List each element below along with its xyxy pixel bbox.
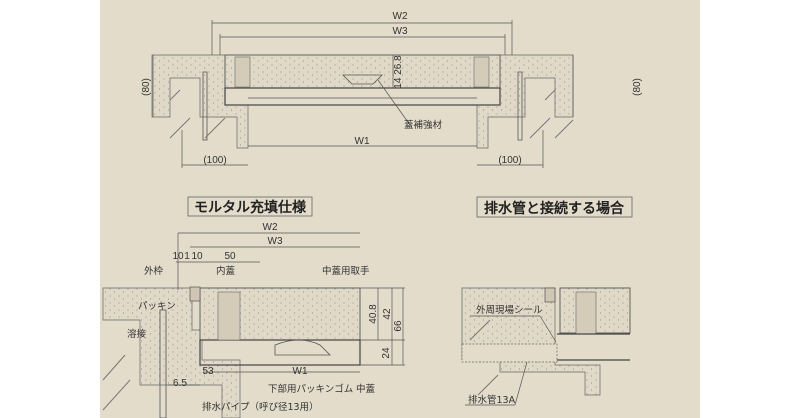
- dim-10b: 10: [191, 251, 203, 262]
- drain-title-box: [476, 196, 633, 218]
- dim-42: 42: [382, 308, 393, 320]
- mortar-slab: [102, 287, 241, 418]
- dim-40-8: 40.8: [368, 304, 379, 324]
- dim-50: 50: [224, 251, 236, 262]
- label-weld: 溶接: [127, 328, 147, 340]
- mortar-fill-section: モルタル充填仕様 W2 W3 10 1 10 50 外枠 内蓋 中蓋用取手 パッ…: [102, 196, 405, 418]
- technical-drawing: W2 W3 W1 (100) (100) (80) (80) 14 26.8 蓋…: [102, 11, 643, 418]
- mortar-fill: [224, 54, 501, 89]
- drain-connection-section: 排水管と接続する場合 外周現場シール 排水管13A: [461, 196, 633, 406]
- lid-frame: [224, 87, 501, 106]
- label-lower-packing-rubber: 下部用パッキンゴム: [268, 383, 353, 395]
- drain-title: 排水管と接続する場合: [484, 200, 625, 217]
- label-perimeter-seal: 外周現場シール: [476, 304, 543, 316]
- mortar-title-box: [187, 196, 313, 217]
- label-inner-lid: 内蓋: [216, 265, 236, 277]
- label-outer-frame: 外枠: [144, 265, 164, 277]
- handle-shape: [274, 339, 331, 356]
- label-drain-pipe-13a: 排水管13A: [468, 394, 516, 406]
- dim-24: 24: [381, 347, 392, 359]
- mortar-title: モルタル充填仕様: [194, 199, 307, 216]
- dim-6-5: 6.5: [173, 378, 187, 389]
- label-middle-lid-handle: 中蓋用取手: [322, 265, 370, 277]
- top-dim-left-width: (100): [203, 155, 226, 166]
- label-packing: パッキン: [138, 301, 176, 312]
- top-plan-section: W2 W3 W1 (100) (100) (80) (80) 14 26.8 蓋…: [141, 11, 643, 168]
- top-dim-w2: W2: [393, 11, 408, 22]
- top-dim-left-height: (80): [141, 78, 152, 96]
- reinforcement-bar: [342, 74, 383, 85]
- top-dim-right-width: (100): [498, 155, 521, 166]
- mortar-lid-frame: [199, 339, 361, 366]
- top-dim-inner: 14 26.8: [393, 55, 404, 89]
- top-dim-w3: W3: [393, 26, 408, 37]
- top-dim-w1: W1: [355, 136, 370, 147]
- dim-66: 66: [393, 320, 404, 332]
- label-middle-lid: 中蓋: [356, 383, 376, 395]
- drawing-sheet: W2 W3 W1 (100) (100) (80) (80) 14 26.8 蓋…: [100, 0, 700, 418]
- mortar-dim-w3: W3: [268, 236, 283, 247]
- packing-block: [189, 286, 201, 302]
- dim-53: 53: [202, 366, 214, 377]
- label-drain-pipe: 排水パイプ（呼び径13用）: [202, 401, 319, 413]
- drain-pipe-shape: [461, 343, 558, 363]
- label-reinforcement: 蓋補強材: [404, 119, 443, 131]
- mortar-dim-w1: W1: [293, 366, 308, 377]
- dim-10a: 10: [172, 251, 184, 262]
- mortar-dim-w2: W2: [263, 222, 278, 233]
- dim-1: 1: [184, 251, 190, 262]
- top-dim-right-height: (80): [632, 78, 643, 96]
